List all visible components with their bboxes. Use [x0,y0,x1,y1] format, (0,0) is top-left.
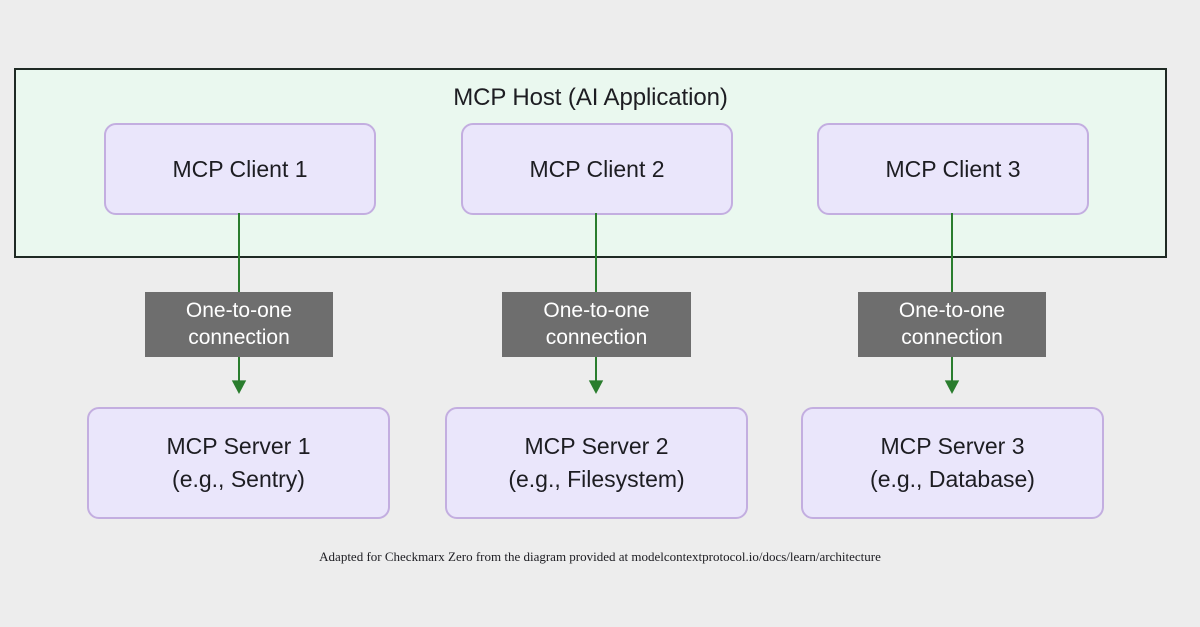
mcp-host-title: MCP Host (AI Application) [453,84,728,111]
mcp-client-3-label: MCP Client 3 [885,155,1021,182]
mcp-server-3-node[interactable]: MCP Server 3 (e.g., Database) [801,407,1104,519]
mcp-client-2-node[interactable]: MCP Client 2 [461,123,733,215]
connection-label-3-line2: connection [901,325,1003,349]
mcp-client-2-label: MCP Client 2 [529,155,665,182]
mcp-client-1-label: MCP Client 1 [172,155,308,182]
connection-label-2-line2: connection [545,325,648,349]
mcp-server-2-label: MCP Server 2 [524,433,669,460]
mcp-server-3-example: (e.g., Database) [870,466,1035,492]
mcp-server-1-example: (e.g., Sentry) [172,466,305,492]
diagram-caption: Adapted for Checkmarx Zero from the diag… [319,549,881,564]
connection-label-1: One-to-one connection [145,292,333,357]
connection-label-3-line1: One-to-one [898,298,1006,322]
connection-label-1-line2: connection [188,325,290,349]
mcp-server-2-example: (e.g., Filesystem) [508,466,685,492]
connection-label-2: One-to-one connection [502,292,691,357]
mcp-client-1-node[interactable]: MCP Client 1 [104,123,376,215]
mcp-server-2-node[interactable]: MCP Server 2 (e.g., Filesystem) [445,407,748,519]
mcp-server-1-label: MCP Server 1 [166,433,311,460]
connection-label-2-line1: One-to-one [543,298,650,322]
mcp-server-3-label: MCP Server 3 [880,433,1025,460]
mcp-client-3-node[interactable]: MCP Client 3 [817,123,1089,215]
connection-label-3: One-to-one connection [858,292,1046,357]
mcp-server-1-node[interactable]: MCP Server 1 (e.g., Sentry) [87,407,390,519]
connection-label-1-line1: One-to-one [185,298,293,322]
